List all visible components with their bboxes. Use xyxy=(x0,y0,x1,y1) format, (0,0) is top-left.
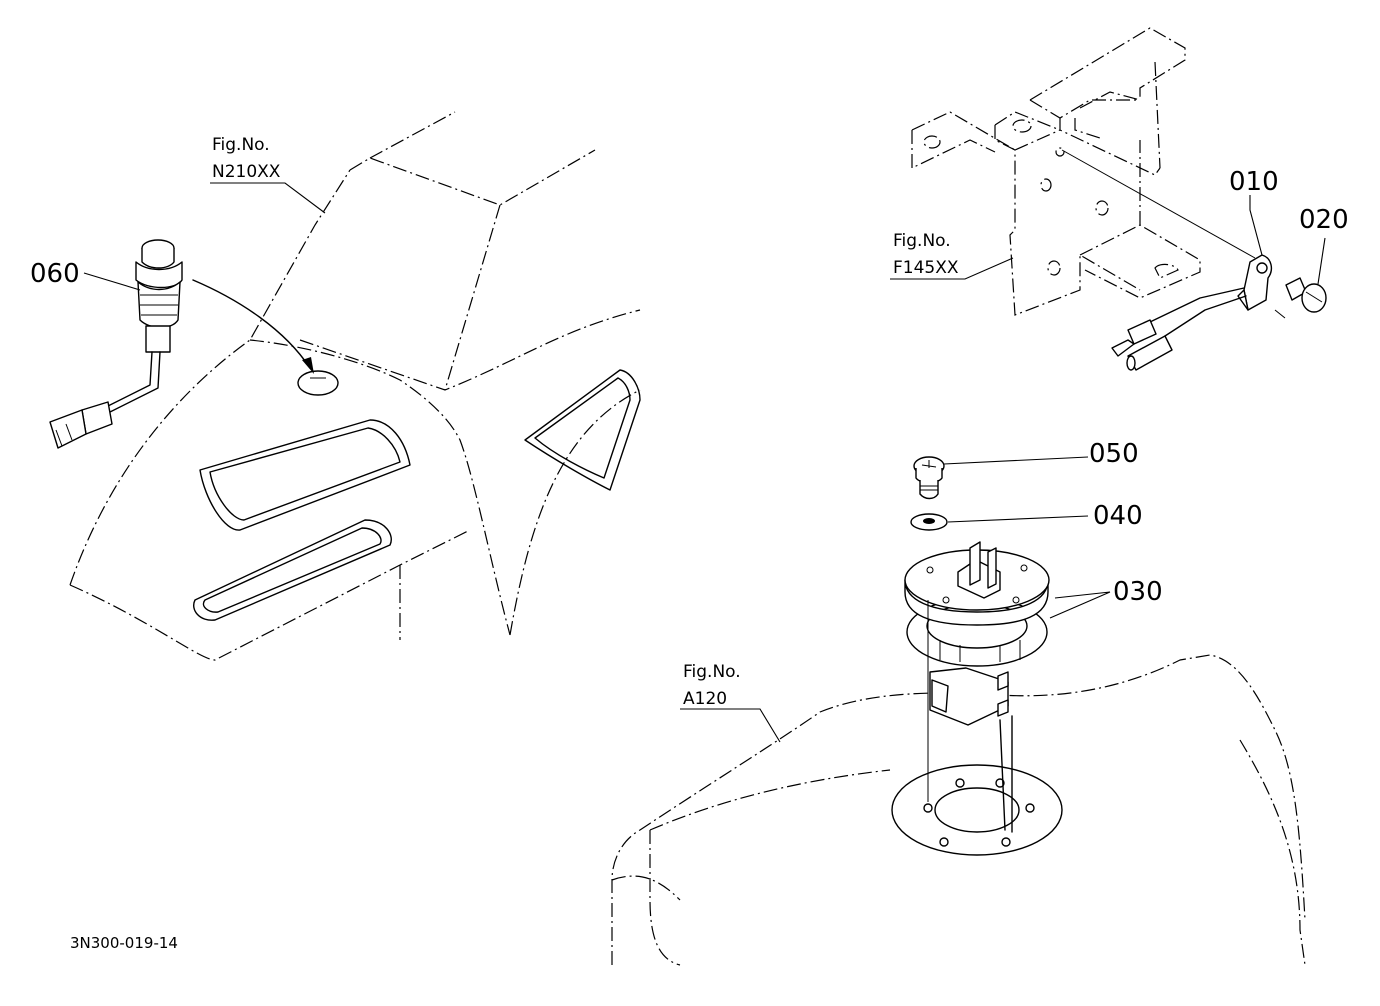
callout-020: 020 xyxy=(1299,205,1349,235)
fuel-tank-outline xyxy=(611,654,1306,966)
leader-lines xyxy=(83,182,1326,743)
part-060-switch xyxy=(49,239,183,449)
callout-040: 040 xyxy=(1093,501,1143,531)
bracket-assembly xyxy=(911,27,1256,316)
fig-ref-a120-number: A120 xyxy=(683,689,727,709)
install-arrow xyxy=(192,279,314,374)
tank-mounting-flange xyxy=(891,764,1063,856)
part-030-sender-unit xyxy=(904,541,1050,833)
callout-010: 010 xyxy=(1229,167,1279,197)
labels: 060 010 020 050 040 030 Fig.No. N210XX F… xyxy=(30,135,1349,952)
fig-ref-f145-label: Fig.No. xyxy=(893,231,951,251)
part-010-sensor xyxy=(1111,254,1286,371)
fig-ref-n210-number: N210XX xyxy=(212,162,281,182)
hood-switch-hole xyxy=(297,370,339,396)
hood-slots xyxy=(193,369,641,621)
callout-060: 060 xyxy=(30,259,80,289)
callout-030: 030 xyxy=(1113,577,1163,607)
callout-050: 050 xyxy=(1089,439,1139,469)
hood-panel-outline xyxy=(69,111,641,661)
fig-ref-n210-label: Fig.No. xyxy=(212,135,270,155)
drawing-number: 3N300-019-14 xyxy=(70,934,178,952)
part-020-screw xyxy=(1285,277,1327,313)
part-040-washer xyxy=(910,513,948,531)
part-050-screw xyxy=(913,456,945,500)
fig-ref-a120-label: Fig.No. xyxy=(683,662,741,682)
fig-ref-f145-number: F145XX xyxy=(893,258,959,278)
